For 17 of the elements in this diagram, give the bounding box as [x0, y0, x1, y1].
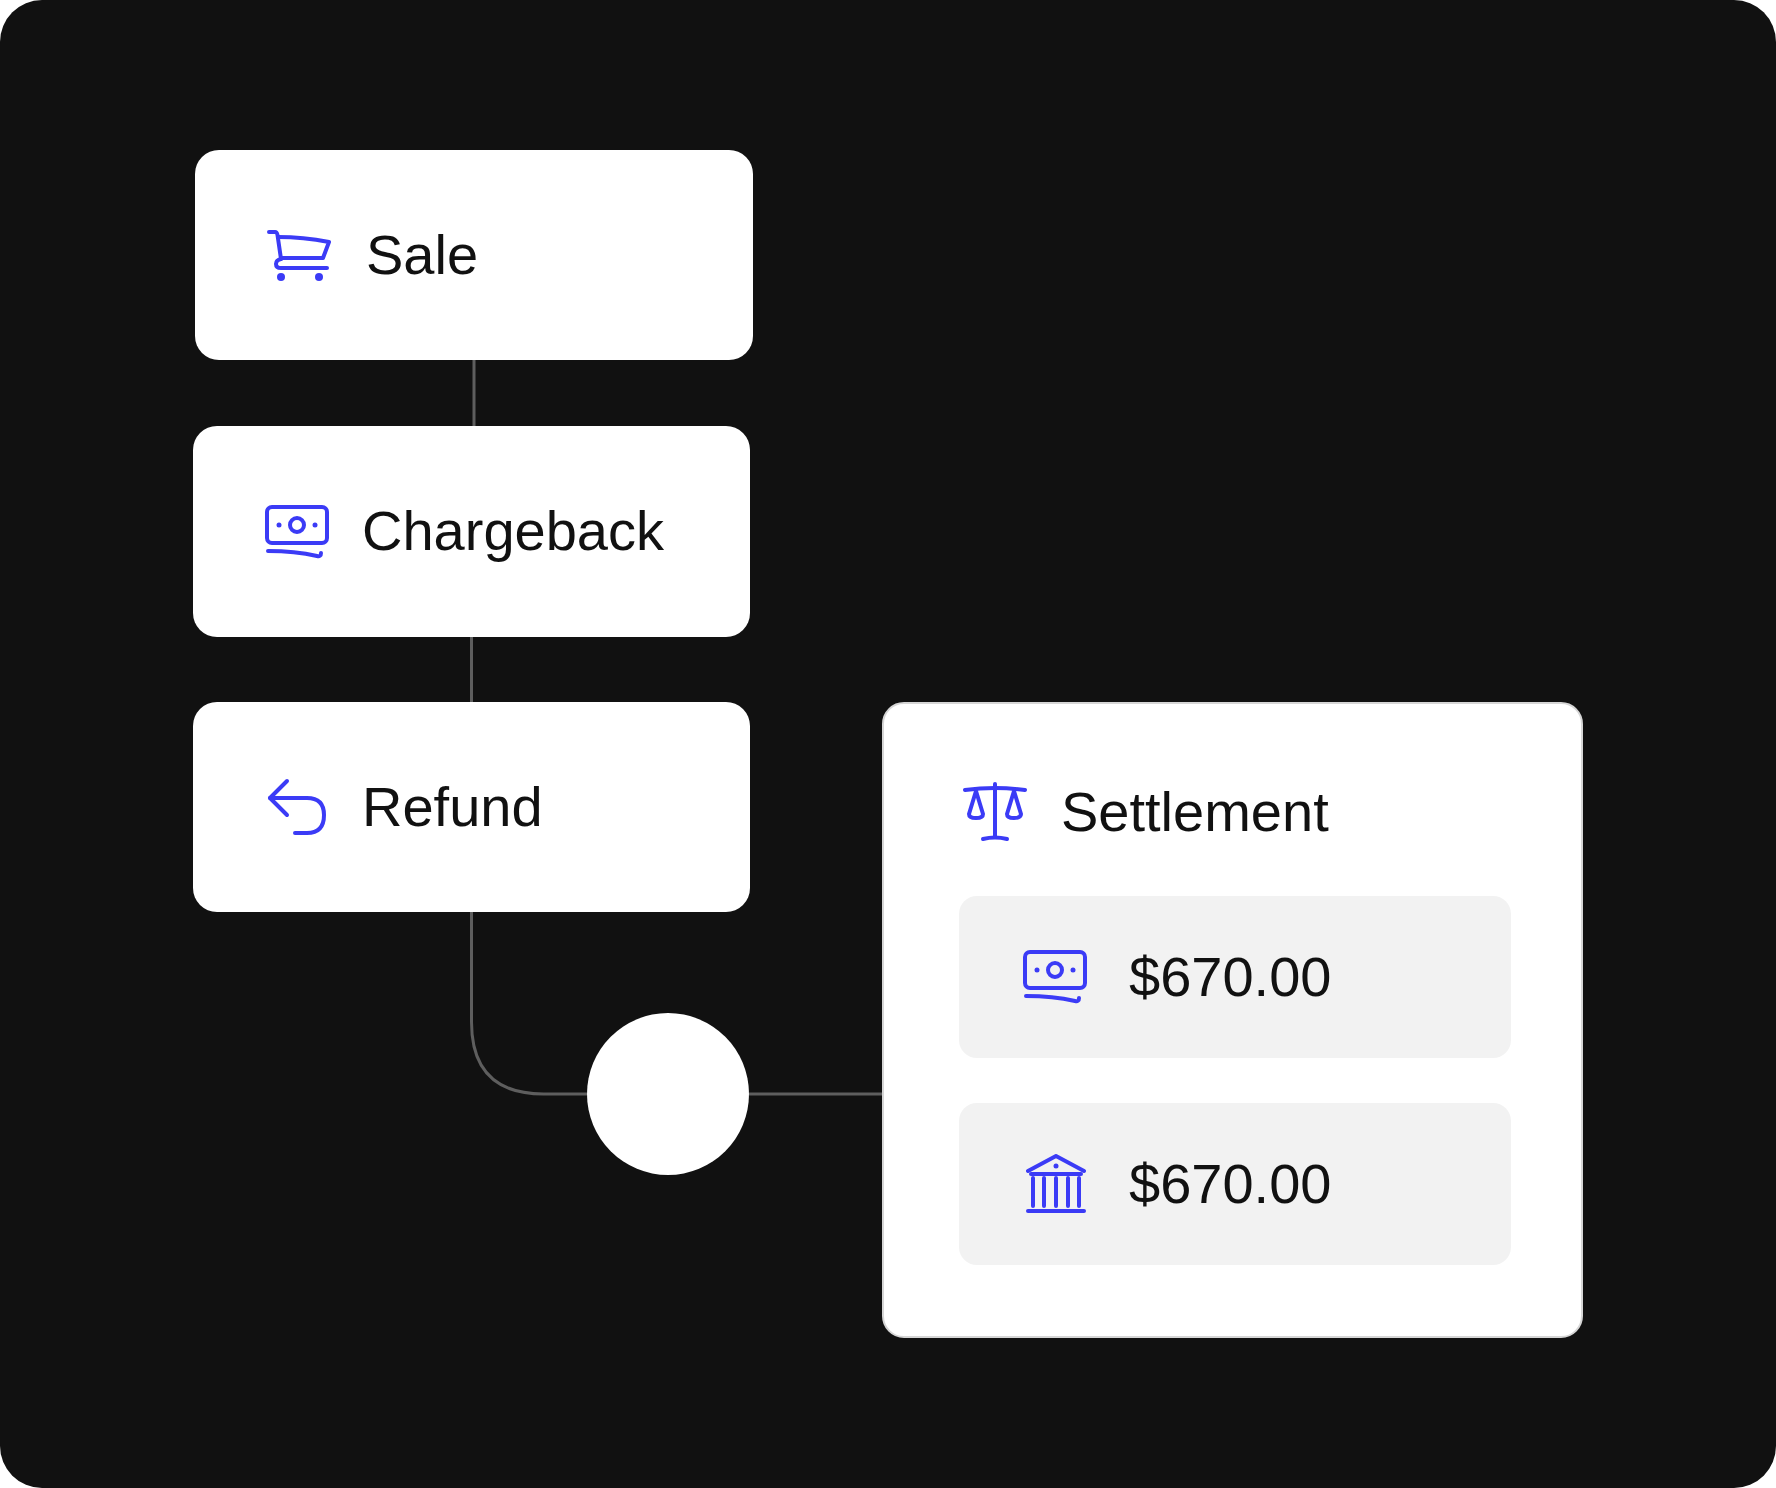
amount-card	[959, 896, 1511, 1058]
connector-line	[470, 637, 473, 702]
process-card	[195, 150, 753, 360]
node-label: Refund	[362, 774, 543, 840]
circle-node	[587, 1013, 749, 1175]
panel-title: Settlement	[1061, 779, 1329, 845]
connector-line	[470, 912, 587, 1096]
amount-value: $670.00	[1129, 1151, 1332, 1217]
group-panel	[882, 702, 1583, 1338]
connector-line	[472, 360, 476, 426]
process-card	[193, 426, 750, 637]
connector-line	[749, 1092, 882, 1096]
node-label: Sale	[366, 222, 479, 288]
process-card	[193, 702, 750, 912]
amount-card	[959, 1103, 1511, 1265]
node-label: Chargeback	[362, 499, 664, 564]
amount-value: $670.00	[1129, 944, 1332, 1010]
